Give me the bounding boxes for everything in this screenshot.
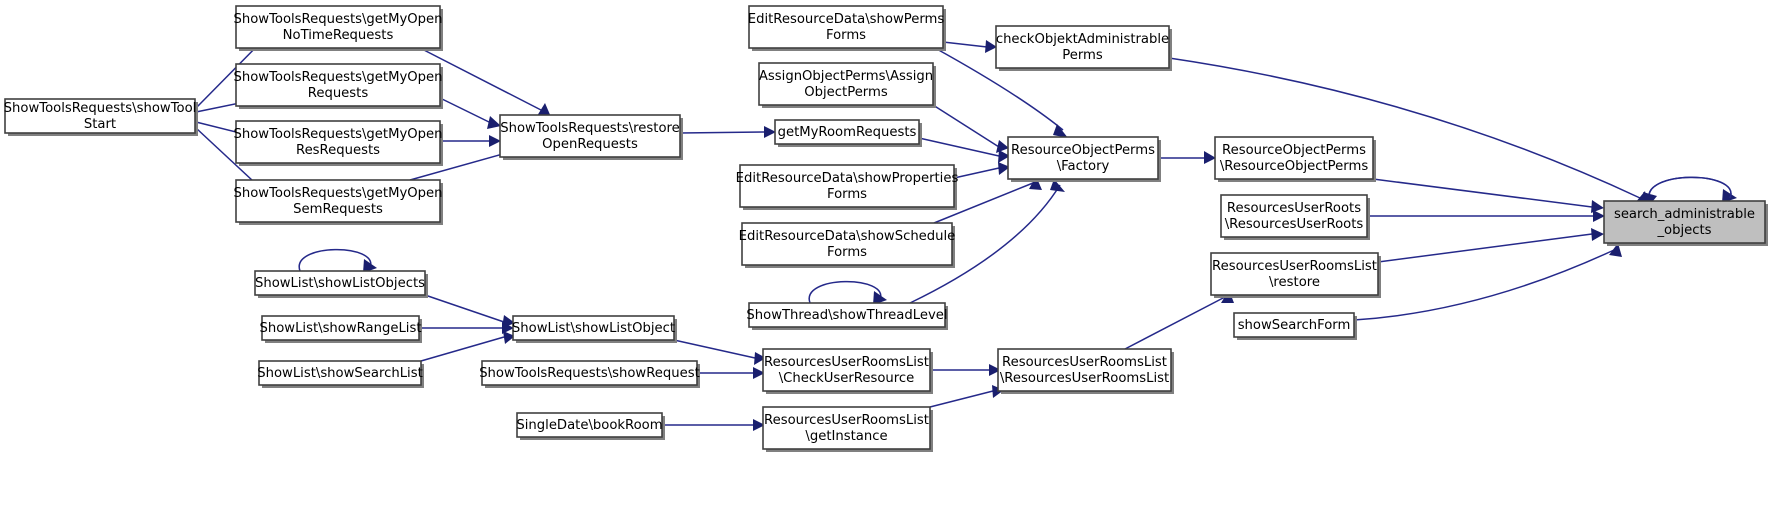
edge-assignObjectPerms-to-resourceObjectPermsFactory — [932, 104, 1009, 153]
node-showSearchList[interactable]: ShowList\showSearchList — [257, 360, 424, 388]
node-getInstance[interactable]: ResourcesUserRoomsList\getInstance — [762, 406, 933, 452]
edge-showPermsForms-to-resourceObjectPermsFactory — [934, 47, 1068, 138]
node-rect[interactable] — [739, 164, 955, 208]
node-rect[interactable] — [1210, 252, 1379, 296]
edge-showSearchForm-to-search_administrable_objects — [1353, 243, 1622, 321]
node-rect[interactable] — [4, 98, 196, 134]
node-showSearchForm[interactable]: showSearchForm — [1233, 312, 1357, 340]
node-rect[interactable] — [762, 348, 931, 392]
edge-resourcesUserRoots-to-search_administrable_objects — [1367, 210, 1605, 222]
node-rect[interactable] — [774, 119, 920, 145]
node-rect[interactable] — [748, 302, 946, 328]
node-rect[interactable] — [741, 222, 953, 266]
node-checkUserResource[interactable]: ResourcesUserRoomsList\CheckUserResource — [762, 348, 933, 394]
node-rect[interactable] — [1220, 194, 1368, 238]
node-rect[interactable] — [1214, 136, 1374, 180]
edge-resourceObjectPerms-to-search_administrable_objects — [1372, 178, 1604, 213]
edge-showThreadLevel-to-resourceObjectPermsFactory — [909, 179, 1065, 304]
edge-search_administrable_objects-to-search_administrable_objects — [1648, 176, 1737, 203]
node-bookRoom[interactable]: SingleDate\bookRoom — [516, 412, 665, 440]
edge-restoreOpenRequests-to-getMyRoomRequests — [679, 126, 776, 138]
edge-showListObjects-to-showListObjects — [298, 248, 377, 273]
node-rect[interactable] — [748, 5, 944, 49]
node-rect[interactable] — [481, 360, 698, 386]
node-rect[interactable] — [995, 25, 1170, 69]
edge-showRangeList-to-showListObject — [419, 322, 514, 334]
node-rect[interactable] — [512, 315, 675, 341]
edge-search_administrable_objects_in-to-search_administrable_objects — [1643, 176, 1732, 207]
edge-showThreadLevel-to-showThreadLevel — [808, 280, 887, 305]
node-showListObject[interactable]: ShowList\showListObject — [512, 315, 677, 343]
node-rect[interactable] — [758, 62, 934, 106]
node-rect[interactable] — [235, 63, 441, 107]
node-rect[interactable] — [499, 114, 681, 158]
edge-showListObject-to-checkUserResource — [673, 339, 766, 365]
node-rect[interactable] — [1603, 200, 1766, 244]
node-rect[interactable] — [235, 5, 441, 49]
node-getMyRoomRequests[interactable]: getMyRoomRequests — [774, 119, 922, 147]
edge-getInstance-to-resourcesUserRoomsList — [929, 385, 1004, 408]
node-resourceObjectPerms[interactable]: ResourceObjectPerms\ResourceObjectPerms — [1214, 136, 1376, 182]
node-rect[interactable] — [261, 315, 420, 341]
node-rect[interactable] — [1007, 136, 1159, 180]
node-resourceObjectPermsFactory[interactable]: ResourceObjectPerms\Factory — [1007, 136, 1161, 182]
node-resourcesUserRoomsListRestore[interactable]: ResourcesUserRoomsList\restore — [1210, 252, 1381, 298]
node-rect[interactable] — [254, 270, 426, 296]
node-showRequest[interactable]: ShowToolsRequests\showRequest — [479, 360, 700, 388]
edge-resourcesUserRoomsListRestore-to-search_administrable_objects — [1377, 228, 1604, 263]
node-rect[interactable] — [516, 412, 663, 438]
edge-bookRoom-to-getInstance — [662, 419, 765, 431]
edge-checkUserResource-to-resourcesUserRoomsList — [930, 364, 1001, 376]
node-rect[interactable] — [258, 360, 422, 386]
node-rect[interactable] — [1233, 312, 1355, 338]
edge-resourceObjectPermsFactory-to-resourceObjectPerms — [1158, 151, 1216, 164]
node-showListObjects[interactable]: ShowList\showListObjects — [254, 270, 428, 298]
edge-showScheduleForms-to-resourceObjectPermsFactory — [933, 176, 1042, 224]
edge-getMyOpenRequests-to-restoreOpenRequests — [439, 97, 501, 129]
node-rect[interactable] — [997, 348, 1172, 392]
edge-resourcesUserRoomsList-to-resourcesUserRoomsListRestore — [1124, 290, 1234, 350]
edge-getMyRoomRequests-to-resourceObjectPermsFactory — [918, 137, 1010, 163]
node-search_administrable_objects[interactable]: search_administrable_objects — [1603, 200, 1768, 246]
edge-getMyOpenNoTimeRequests-to-restoreOpenRequests — [419, 47, 551, 117]
edge-showPermsForms-to-checkObjektAdministrablePerms — [942, 40, 997, 53]
node-showRangeList[interactable]: ShowList\showRangeList — [259, 315, 422, 343]
node-rect[interactable] — [235, 120, 441, 164]
edge-getMyOpenResRequests-to-restoreOpenRequests — [440, 135, 501, 147]
edge-showRequest-to-checkUserResource — [697, 367, 765, 379]
node-rect[interactable] — [762, 406, 931, 450]
edge-showListObjects-to-showListObject — [424, 294, 515, 328]
edge-showPropertiesForms-to-resourceObjectPermsFactory — [953, 162, 1010, 179]
node-showThreadLevel[interactable]: ShowThread\showThreadLevel — [746, 302, 948, 330]
node-resourcesUserRoomsList[interactable]: ResourcesUserRoomsList\ResourcesUserRoom… — [997, 348, 1174, 394]
node-resourcesUserRoots[interactable]: ResourcesUserRoots\ResourcesUserRoots — [1220, 194, 1370, 240]
node-rect[interactable] — [235, 179, 441, 223]
edge-showSearchList-to-showListObject — [420, 331, 515, 362]
